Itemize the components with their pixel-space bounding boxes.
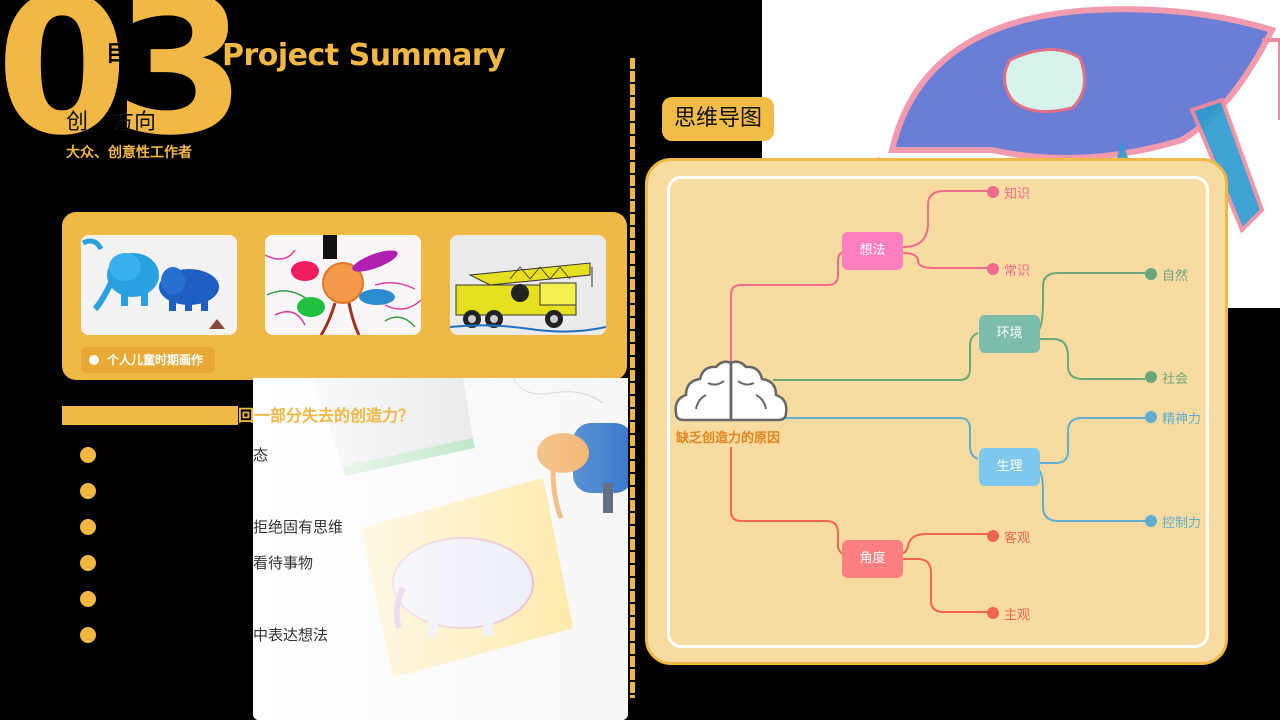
elephant-drawing-image: [81, 235, 237, 335]
mindmap-root: 缺乏创造力的原因: [676, 431, 781, 446]
leaf-dot-icon: [987, 263, 999, 275]
childhood-drawings-card: 个人儿童时期画作: [62, 212, 627, 380]
section-number: 03: [0, 0, 246, 177]
dashed-divider: [630, 58, 635, 698]
leaf-dot-icon: [1145, 515, 1157, 527]
thumbnail-flower[interactable]: [265, 235, 421, 335]
leaf-dot-icon: [987, 530, 999, 542]
flower-drawing-image: [265, 235, 421, 335]
gallery-caption-text: 个人儿童时期画作: [107, 353, 204, 367]
mindmap-node-environment[interactable]: 环境: [979, 315, 1040, 353]
mindmap-leaf[interactable]: 精神力: [1145, 408, 1201, 427]
list-item: [80, 588, 380, 608]
bullet-dot-icon: [89, 355, 99, 365]
subtitle-right: 方向: [112, 110, 157, 135]
leaf-dot-icon: [987, 186, 999, 198]
mindmap-leaf[interactable]: 主观: [987, 604, 1030, 623]
subtitle: 创方向: [66, 104, 156, 136]
subtitle-left: 创: [66, 110, 89, 135]
thumbnail-elephants[interactable]: [81, 235, 237, 335]
list-item: [80, 480, 380, 500]
list-item: 拒绝固有思维: [80, 516, 380, 536]
question-text: 回一部分失去的创造力？: [238, 406, 415, 425]
leaf-dot-icon: [1145, 371, 1157, 383]
question-heading: 成年人一般如何找个法找回一部分失去的创造力？: [62, 402, 414, 426]
page-title: Project Summary: [222, 38, 506, 73]
bullet-icon: [80, 483, 96, 499]
mindmap-node-physiology[interactable]: 生理: [979, 448, 1040, 486]
mindmap-connectors: [674, 190, 1145, 613]
bullet-icon: [80, 555, 96, 571]
leaf-dot-icon: [1145, 411, 1157, 423]
mindmap-leaf[interactable]: 自然: [1145, 265, 1188, 284]
leaf-dot-icon: [987, 607, 999, 619]
crane-truck-drawing-image: [450, 235, 606, 335]
mindmap-leaf[interactable]: 社会: [1145, 368, 1188, 387]
mindmap-inner-frame: [667, 176, 1209, 648]
mindmap-panel: 缺乏创造力的原因 想法 环境 生理 角度 知识 常识 自然 社会 精神力 控制力…: [645, 158, 1228, 665]
mindmap-node-idea[interactable]: 想法: [842, 232, 903, 270]
bullet-icon: [80, 447, 96, 463]
gallery-caption: 个人儿童时期画作: [81, 347, 216, 373]
mindmap-leaf[interactable]: 控制力: [1145, 512, 1201, 531]
mindmap-leaf[interactable]: 客观: [987, 527, 1030, 546]
question-masked-part: 成年人一般如何找个法找: [62, 406, 239, 425]
bullet-icon: [80, 519, 96, 535]
bullet-icon: [80, 627, 96, 643]
drawings-collage-image: [253, 378, 628, 720]
thumbnail-crane[interactable]: [450, 235, 606, 335]
bullet-icon: [80, 591, 96, 607]
leaf-dot-icon: [1145, 268, 1157, 280]
tagline: 大众、创意性工作者: [66, 145, 192, 161]
list-item: 看待事物: [80, 552, 380, 572]
list-item: 态: [80, 444, 380, 464]
brain-icon: [674, 360, 788, 422]
mindmap-node-perspective[interactable]: 角度: [842, 540, 903, 578]
mindmap-leaf[interactable]: 知识: [987, 183, 1030, 202]
mindmap-title: 思维导图: [662, 97, 774, 141]
mindmap-leaf[interactable]: 常识: [987, 260, 1030, 279]
list-item: 中表达想法: [80, 624, 380, 644]
title-cn-fragment: 目: [106, 42, 129, 67]
